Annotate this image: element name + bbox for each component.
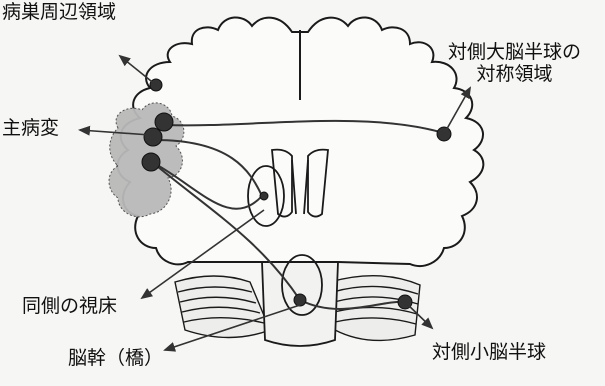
label-contralateral-cerebrum-line1: 対側大脳半球の — [448, 42, 581, 64]
label-contralateral-cerebrum-line2: 対称領域 — [448, 64, 581, 86]
label-contralateral-cerebellum: 対側小脳半球 — [432, 342, 546, 364]
label-perilesional-area: 病巣周辺領域 — [2, 2, 116, 24]
label-main-lesion: 主病変 — [2, 118, 59, 140]
label-contralateral-cerebrum: 対側大脳半球の 対称領域 — [448, 42, 581, 86]
label-ipsilateral-thalamus: 同側の視床 — [22, 296, 117, 318]
label-brainstem-pons: 脳幹（橋） — [68, 348, 163, 370]
